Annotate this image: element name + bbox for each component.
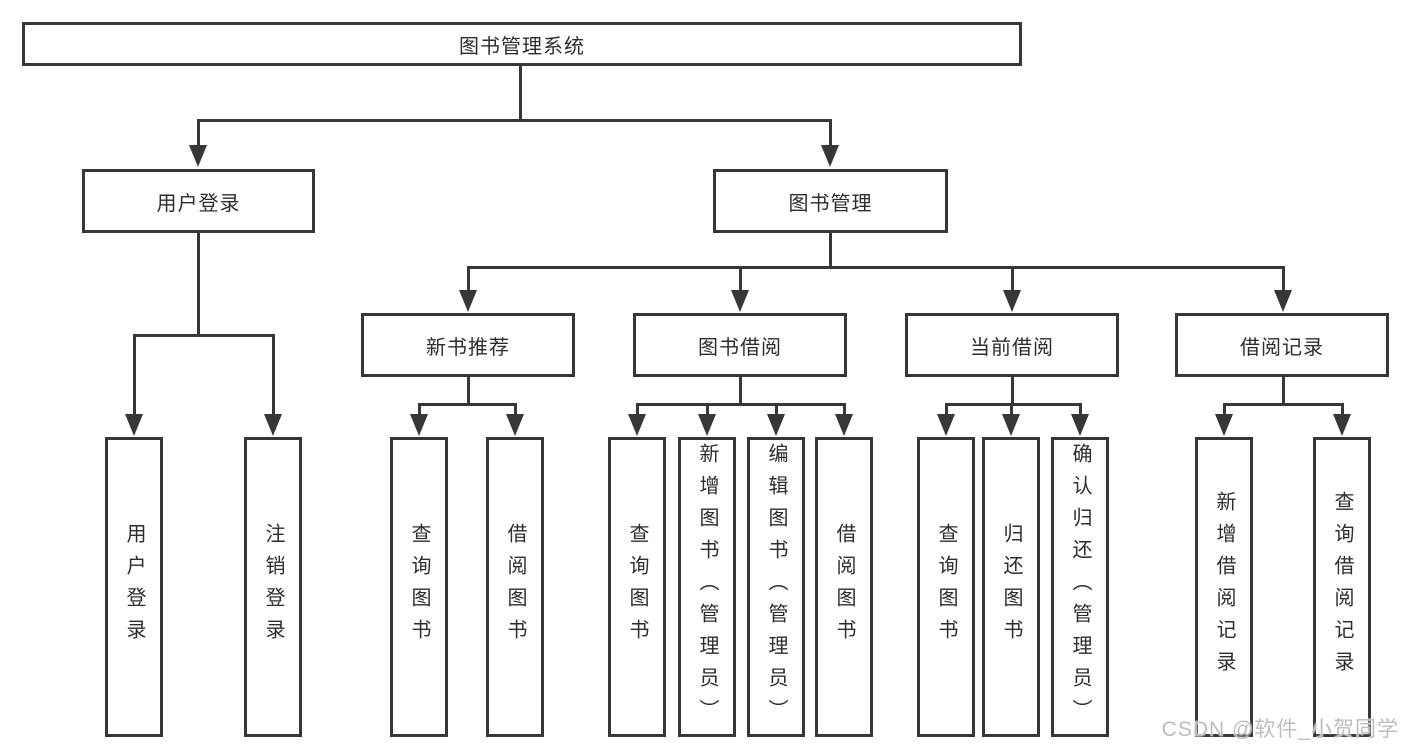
connector-vline [1223, 403, 1226, 419]
connector-hline [636, 403, 846, 406]
leaf-rec-query-record: 查询借阅记录 [1313, 437, 1371, 737]
leaf-nbr-query-book-label: 查询图书 [408, 523, 430, 651]
connector-vline [1010, 403, 1013, 419]
arrow-down-icon [264, 414, 282, 436]
leaf-bb-add-book-admin-label: 新增图书（管理员） [696, 443, 718, 731]
arrow-down-icon [731, 290, 749, 312]
arrow-down-icon [125, 414, 143, 436]
leaf-cb-query-book: 查询图书 [917, 437, 975, 737]
connector-vline [775, 403, 778, 419]
connector-hline [133, 334, 275, 337]
connector-hline [418, 403, 517, 406]
leaf-nbr-borrow-book-label: 借阅图书 [504, 523, 526, 651]
node-borrow-records: 借阅记录 [1175, 313, 1389, 377]
node-user-login-label: 用户登录 [156, 192, 241, 215]
leaf-bb-borrow-book: 借阅图书 [815, 437, 873, 737]
node-current-borrow-label: 当前借阅 [970, 336, 1054, 359]
connector-vline [467, 377, 470, 406]
connector-vline [1011, 377, 1014, 406]
node-user-login: 用户登录 [82, 169, 315, 233]
connector-vline [197, 233, 200, 337]
connector-vline [636, 403, 639, 419]
leaf-user-login-label: 用户登录 [123, 523, 145, 651]
arrow-down-icon [1002, 414, 1020, 436]
connector-vline [272, 334, 275, 419]
connector-hline [467, 266, 1284, 269]
node-book-management-label: 图书管理 [788, 192, 873, 215]
connector-hline [197, 119, 831, 122]
leaf-logout: 注销登录 [244, 437, 302, 737]
connector-vline [519, 66, 522, 121]
arrow-down-icon [767, 414, 785, 436]
leaf-bb-edit-book-admin-label: 编辑图书（管理员） [765, 443, 787, 731]
arrow-down-icon [410, 414, 428, 436]
arrow-down-icon [1333, 414, 1351, 436]
arrow-down-icon [835, 414, 853, 436]
arrow-down-icon [1274, 290, 1292, 312]
arrow-down-icon [459, 290, 477, 312]
arrow-down-icon [1003, 290, 1021, 312]
leaf-cb-confirm-return-admin-label: 确认归还（管理员） [1069, 443, 1091, 731]
leaf-bb-edit-book-admin: 编辑图书（管理员） [747, 437, 805, 737]
connector-vline [133, 334, 136, 419]
leaf-cb-confirm-return-admin: 确认归还（管理员） [1051, 437, 1109, 737]
leaf-cb-query-book-label: 查询图书 [935, 523, 957, 651]
leaf-bb-add-book-admin: 新增图书（管理员） [678, 437, 736, 737]
leaf-cb-return-book: 归还图书 [982, 437, 1040, 737]
watermark: CSDN @软件_小贺同学 [1161, 718, 1399, 741]
leaf-logout-label: 注销登录 [262, 523, 284, 651]
node-book-borrow: 图书借阅 [633, 313, 847, 377]
node-current-borrow: 当前借阅 [905, 313, 1119, 377]
node-new-book-recommend-label: 新书推荐 [426, 336, 510, 359]
connector-vline [197, 119, 200, 149]
connector-vline [514, 403, 517, 419]
connector-vline [1282, 266, 1285, 293]
leaf-bb-query-book-label: 查询图书 [626, 523, 648, 651]
arrow-down-icon [628, 414, 646, 436]
leaf-bb-borrow-book-label: 借阅图书 [833, 523, 855, 651]
node-borrow-records-label: 借阅记录 [1240, 336, 1324, 359]
connector-vline [1341, 403, 1344, 419]
connector-vline [739, 377, 742, 406]
node-root-label: 图书管理系统 [459, 35, 585, 58]
arrow-down-icon [937, 414, 955, 436]
arrow-down-icon [1071, 414, 1089, 436]
arrow-down-icon [1215, 414, 1233, 436]
leaf-nbr-query-book: 查询图书 [390, 437, 448, 737]
node-root: 图书管理系统 [22, 22, 1022, 66]
arrow-down-icon [698, 414, 716, 436]
leaf-cb-return-book-label: 归还图书 [1000, 523, 1022, 651]
connector-vline [945, 403, 948, 419]
leaf-user-login: 用户登录 [105, 437, 163, 737]
connector-vline [706, 403, 709, 419]
connector-vline [1011, 266, 1014, 293]
arrow-down-icon [821, 145, 839, 167]
connector-vline [467, 266, 470, 293]
connector-vline [1079, 403, 1082, 419]
leaf-rec-query-record-label: 查询借阅记录 [1331, 491, 1353, 683]
arrow-down-icon [189, 145, 207, 167]
connector-vline [829, 233, 832, 269]
leaf-bb-query-book: 查询图书 [608, 437, 666, 737]
connector-vline [843, 403, 846, 419]
node-new-book-recommend: 新书推荐 [361, 313, 575, 377]
connector-hline [1223, 403, 1344, 406]
connector-vline [1282, 377, 1285, 406]
arrow-down-icon [506, 414, 524, 436]
leaf-nbr-borrow-book: 借阅图书 [486, 437, 544, 737]
leaf-rec-add-record-label: 新增借阅记录 [1213, 491, 1235, 683]
connector-hline [945, 403, 1082, 406]
connector-vline [829, 119, 832, 149]
connector-vline [418, 403, 421, 419]
leaf-rec-add-record: 新增借阅记录 [1195, 437, 1253, 737]
node-book-management: 图书管理 [713, 169, 948, 233]
node-book-borrow-label: 图书借阅 [698, 336, 782, 359]
connector-vline [739, 266, 742, 293]
